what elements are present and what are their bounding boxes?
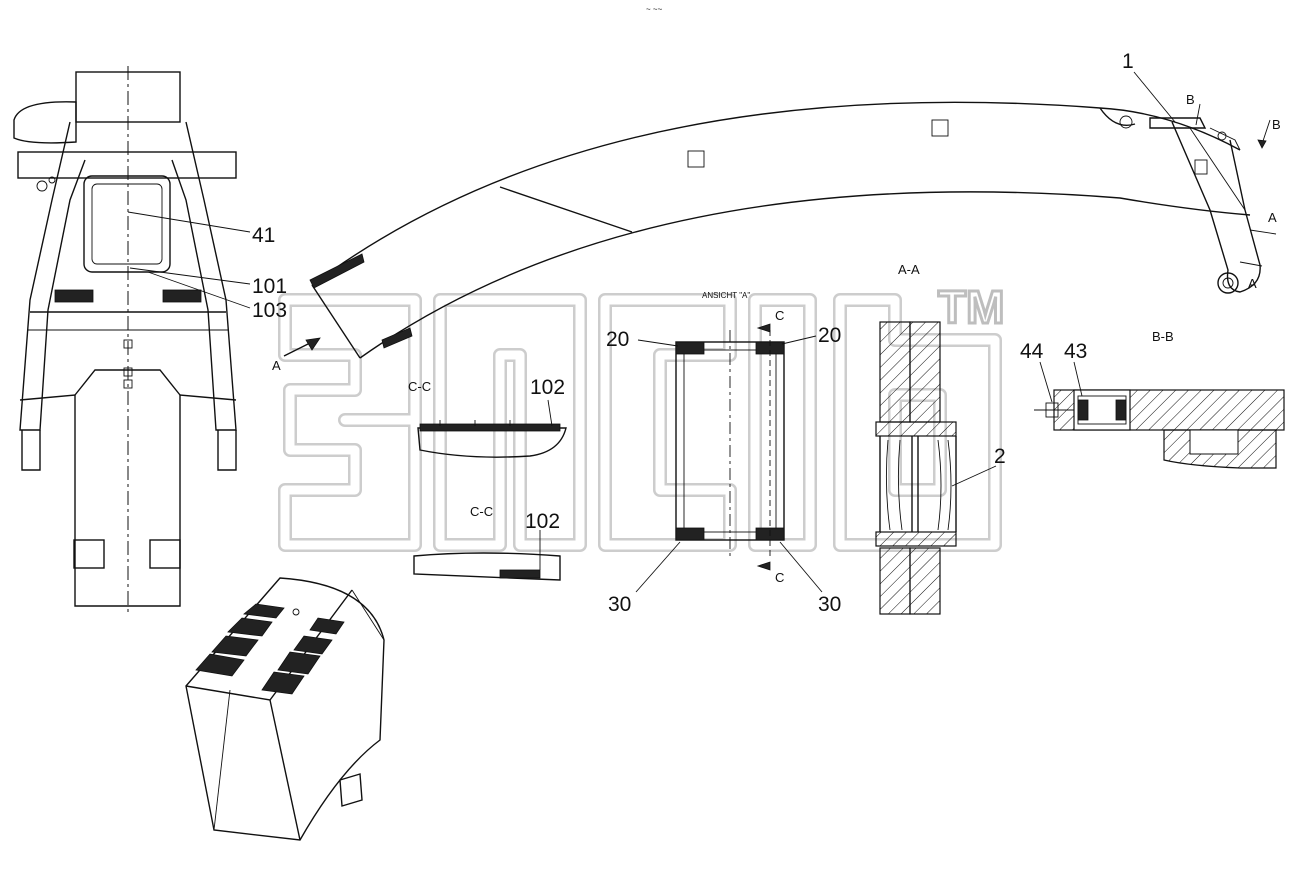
cut-marker-b-right: B [1272, 117, 1281, 132]
front-view-frame [13, 66, 251, 616]
section-title-cc-bottom: C-C [470, 504, 493, 519]
view-a-frame [675, 330, 785, 556]
cut-marker-c-bottom: C [775, 570, 784, 585]
callout-30-left: 30 [608, 593, 631, 616]
callout-2: 2 [994, 445, 1006, 468]
callout-103: 103 [252, 299, 287, 322]
section-title-aa: A-A [898, 262, 920, 277]
callout-1: 1 [1122, 50, 1134, 73]
callout-30-right: 30 [818, 593, 841, 616]
cut-marker-c-top: C [775, 308, 784, 323]
header-mark: ~ ~~ [646, 5, 663, 14]
callout-20-left: 20 [606, 328, 629, 351]
section-aa [875, 321, 957, 615]
section-cc-top [417, 420, 567, 458]
boom-side-view [309, 101, 1261, 359]
callout-44: 44 [1020, 340, 1044, 363]
cut-marker-b-left: B [1186, 92, 1195, 107]
watermark-trademark: TM [938, 281, 1004, 333]
section-cc-bottom [413, 530, 561, 581]
callout-43: 43 [1064, 340, 1087, 363]
view-a-title: ANSICHT "A" [702, 291, 750, 300]
cut-marker-a-right-2: A [1248, 276, 1257, 291]
cut-marker-a-right-1: A [1268, 210, 1277, 225]
section-title-cc-top: C-C [408, 379, 431, 394]
section-bb [1034, 389, 1285, 469]
section-title-bb: B-B [1152, 329, 1174, 344]
cut-marker-a-arrow: A [272, 358, 281, 373]
callout-102-top: 102 [530, 376, 565, 399]
callout-102-bottom: 102 [525, 510, 560, 533]
isometric-boom-section [185, 577, 385, 841]
callout-41: 41 [252, 224, 275, 247]
callout-20-right: 20 [818, 324, 841, 347]
callout-101: 101 [252, 275, 287, 298]
